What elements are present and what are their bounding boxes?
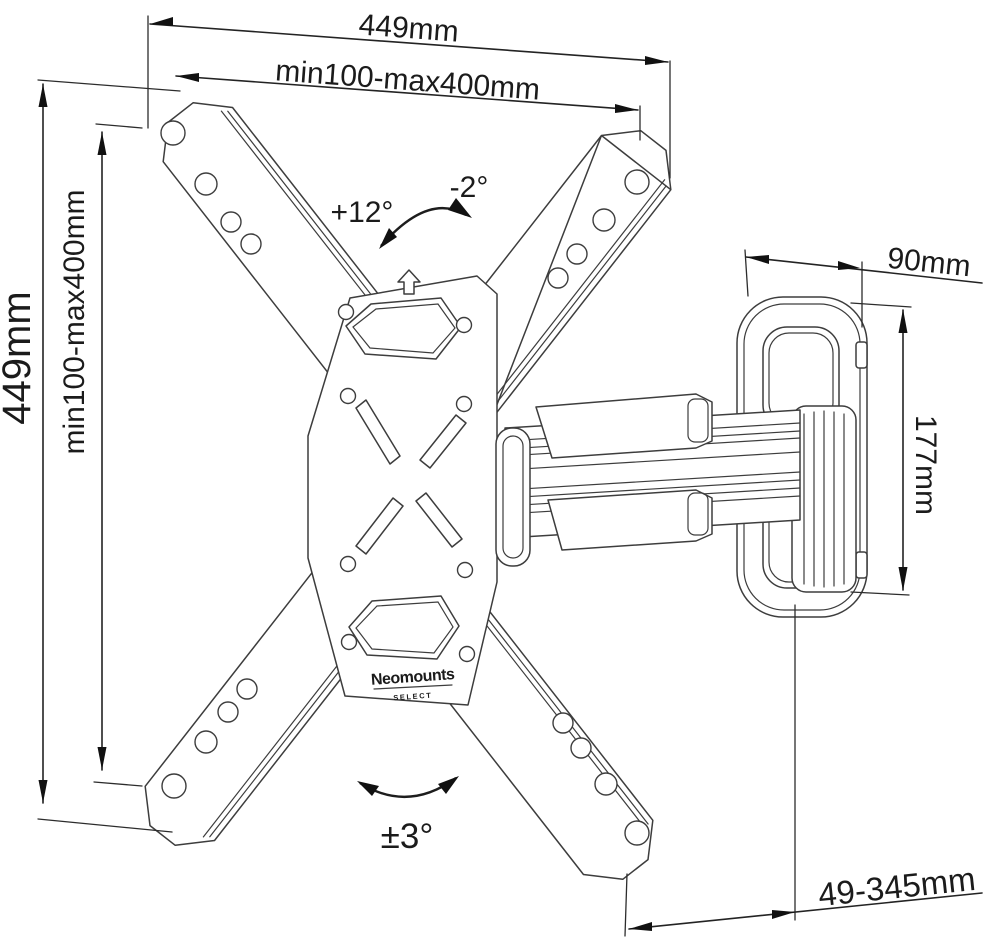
plate-hole xyxy=(339,555,357,573)
plate-flange xyxy=(495,427,531,567)
wall-plate xyxy=(736,296,868,618)
vesa-slot-nw xyxy=(355,399,401,465)
orientation-arrow-icon xyxy=(397,269,421,295)
dim-vesa-height: min100-max400mm xyxy=(58,123,143,787)
vesa-slot-ne xyxy=(419,414,467,469)
vesa-slot-se xyxy=(415,492,463,548)
arm-bracket-upper xyxy=(535,393,713,459)
hex-cutout-bottom xyxy=(348,595,460,660)
plate-hole xyxy=(455,395,473,413)
angle-level-label: ±3° xyxy=(381,817,434,856)
vesa-plate-center: Neomounts SELECT xyxy=(307,269,498,706)
arm-screw-holes xyxy=(160,120,650,846)
dim-plate-height: 449mm xyxy=(0,79,181,833)
hinge-housing xyxy=(791,405,857,593)
plate-hole xyxy=(458,645,476,663)
plate-hole xyxy=(340,633,358,651)
dim-plate-width-label: 449mm xyxy=(358,8,460,48)
vesa-slot-sw xyxy=(355,497,404,555)
dim-bracket-depth: 90mm xyxy=(744,242,983,328)
plate-hole xyxy=(337,303,355,321)
logo-brand-text: Neomounts xyxy=(370,666,455,689)
dim-bracket-height-label: 177mm xyxy=(909,415,942,515)
annotation-tilt-range: +12° -2° xyxy=(331,171,489,249)
dim-plate-width: 449mm xyxy=(147,8,671,179)
dim-bracket-height: 177mm xyxy=(850,302,942,596)
wall-plate-clip-top xyxy=(855,341,868,369)
angle-tilt-up-label: +12° xyxy=(331,196,394,229)
annotation-level-range: ±3° xyxy=(357,776,459,856)
extension-arm xyxy=(504,393,801,551)
brand-logo: Neomounts SELECT xyxy=(370,666,455,702)
plate-hole xyxy=(339,387,357,405)
wall-plate-clip-bottom xyxy=(855,551,868,579)
wall-plate-opening-top xyxy=(762,326,840,430)
hex-cutout-top xyxy=(345,297,462,360)
dim-vesa-height-label: min100-max400mm xyxy=(58,189,91,454)
dim-plate-height-label: 449mm xyxy=(0,291,39,424)
logo-series-text: SELECT xyxy=(393,691,433,703)
angle-tilt-down-label: -2° xyxy=(450,171,489,204)
plate-hole xyxy=(455,316,473,334)
plate-hole xyxy=(456,561,474,579)
arm-bracket-lower xyxy=(547,489,713,551)
